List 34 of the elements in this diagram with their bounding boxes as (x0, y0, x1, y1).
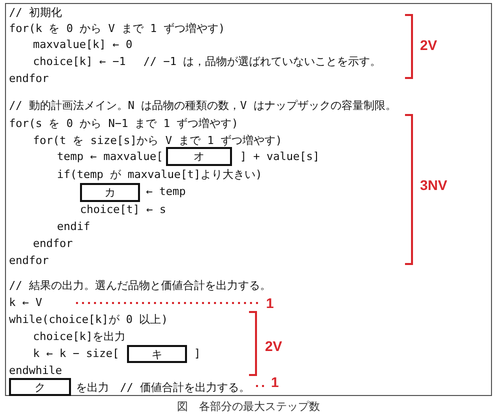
code-comment: // 初期化 (9, 6, 62, 20)
code-line: endif (57, 220, 90, 234)
answer-box: キ (127, 345, 187, 363)
step-count-label: 2V (265, 338, 282, 354)
step-count-label: 1 (271, 374, 279, 390)
code-comment: // 動的計画法メイン。N は品物の種類の数，V はナップザックの容量制限。 (9, 99, 396, 113)
code-line: choice[k]を出力 (33, 330, 126, 344)
code-line: k ← V (9, 296, 42, 310)
code-line: choice[t] ← s (80, 203, 166, 217)
code-line: temp ← maxvalue[ (57, 150, 163, 164)
answer-box: ク (9, 378, 71, 396)
code-line: を出力 // 価値合計を出力する。 (76, 381, 250, 395)
code-line: endwhile (9, 364, 62, 378)
answer-box: オ (166, 147, 232, 166)
step-count-label: 1 (266, 295, 274, 311)
code-line: maxvalue[k] ← 0 (33, 38, 132, 52)
code-line: while(choice[k]が 0 以上) (9, 313, 168, 327)
code-line: ] + value[s] (240, 150, 320, 164)
step-count-label: 2V (420, 37, 438, 53)
code-line: k ← k − size[ (33, 347, 120, 361)
code-line: endfor (9, 254, 49, 268)
code-line: choice[k] ← −1 // −1 は，品物が選ばれていないことを示す。 (33, 55, 382, 69)
code-line: if(temp が maxvalue[t]より大きい) (57, 168, 262, 182)
code-line: for(k を 0 から V まで 1 ずつ増やす) (9, 22, 225, 36)
code-line: ] (194, 347, 201, 361)
code-comment: // 結果の出力。選んだ品物と価値合計を出力する。 (9, 279, 271, 293)
step-count-label: 3NV (420, 177, 448, 193)
code-line: for(t を size[s]から V まで 1 ずつ増やす) (33, 134, 282, 148)
code-line: endfor (33, 237, 73, 251)
answer-box: カ (80, 183, 140, 202)
code-line: for(s を 0 から N−1 まで 1 ずつ増やす) (9, 117, 238, 131)
code-line: endfor (9, 72, 49, 86)
code-line: ← temp (146, 185, 186, 199)
figure-caption: 図 各部分の最大ステップ数 (176, 400, 321, 414)
